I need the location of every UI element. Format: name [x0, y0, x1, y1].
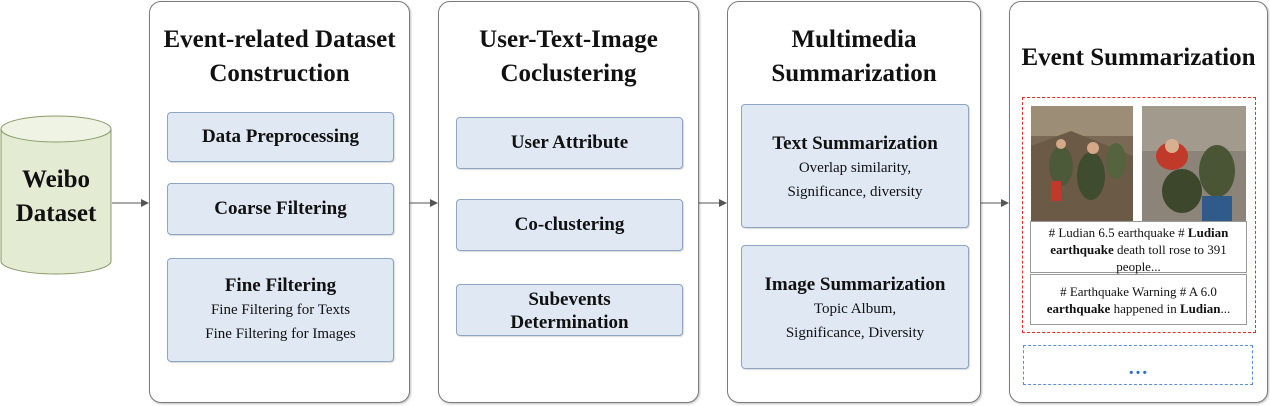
panel1-title-line1: Event-related Dataset: [163, 26, 396, 53]
more-results-ellipsis: …: [1128, 357, 1148, 379]
more-results-box: …: [1023, 345, 1253, 385]
fine-filtering-title: Fine Filtering: [224, 275, 337, 296]
fine-filtering-texts: Fine Filtering for Texts: [210, 302, 351, 318]
coarse-filtering-label: Coarse Filtering: [214, 198, 347, 219]
image-summarization-sub1: Topic Album,: [813, 301, 897, 317]
image-summarization-title: Image Summarization: [764, 274, 946, 295]
user-attribute-box: User Attribute: [456, 117, 683, 169]
image-summarization-sub2: Significance, Diversity: [785, 325, 925, 341]
tweet1-text-a: # Ludian 6.5 earthquake #: [1048, 225, 1188, 240]
tweet1-text-e: people...: [1116, 259, 1161, 274]
text-summarization-title: Text Summarization: [772, 133, 938, 154]
tweet2-keyword-earthquake: earthquake: [1046, 301, 1111, 316]
co-clustering-box: Co-clustering: [456, 199, 683, 251]
fine-filtering-images: Fine Filtering for Images: [205, 326, 356, 342]
panel-multimedia-summarization: Multimedia Summarization Text Summarizat…: [727, 1, 981, 403]
subevents-label-line1: Subevents: [528, 289, 611, 310]
panel1-title-line2: Construction: [209, 60, 350, 87]
weibo-label-line2: Dataset: [15, 200, 97, 227]
data-preprocessing-box: Data Preprocessing: [167, 112, 394, 162]
summary-tweet-1: # Ludian 6.5 earthquake # Ludian earthqu…: [1030, 221, 1247, 274]
panel3-title-line1: Multimedia: [791, 26, 917, 53]
tweet1-keyword-ludian: Ludian: [1187, 225, 1229, 240]
image-summarization-box: Image Summarization Topic Album, Signifi…: [741, 245, 969, 369]
text-summarization-sub1: Overlap similarity,: [798, 160, 912, 176]
tweet2-text-e: ...: [1220, 301, 1231, 316]
panel3-title-line2: Summarization: [771, 60, 937, 87]
panel2-title-line1: User-Text-Image: [479, 26, 658, 53]
summary-result-frame: # Ludian 6.5 earthquake # Ludian earthqu…: [1022, 97, 1256, 333]
weibo-dataset-cylinder: Weibo Dataset: [0, 115, 112, 275]
coarse-filtering-box: Coarse Filtering: [167, 183, 394, 235]
data-preprocessing-label: Data Preprocessing: [201, 126, 360, 147]
tweet1-text-d: death toll rose to 391: [1113, 242, 1227, 257]
tweet2-keyword-ludian: Ludian: [1180, 301, 1221, 316]
text-summarization-sub2: Significance, diversity: [787, 184, 923, 200]
fine-filtering-box: Fine Filtering Fine Filtering for Texts …: [167, 258, 394, 362]
subevents-determination-box: Subevents Determination: [456, 284, 683, 336]
weibo-label-line1: Weibo: [21, 166, 91, 193]
panel4-title: Event Summarization: [1021, 44, 1256, 71]
earthquake-photo-2: [1142, 106, 1246, 221]
text-summarization-box: Text Summarization Overlap similarity, S…: [741, 104, 969, 228]
subevents-label-line2: Determination: [510, 312, 629, 333]
cylinder-shape: [0, 115, 112, 275]
tweet1-keyword-earthquake: earthquake: [1050, 242, 1114, 257]
co-clustering-label: Co-clustering: [514, 214, 625, 235]
user-attribute-label: User Attribute: [510, 132, 629, 153]
summary-tweet-2: # Earthquake Warning # A 6.0 earthquake …: [1030, 274, 1247, 325]
earthquake-photo-1: [1031, 106, 1133, 221]
panel-coclustering: User-Text-Image Coclustering User Attrib…: [438, 1, 699, 403]
tweet2-text-c: happened in: [1110, 301, 1180, 316]
panel-dataset-construction: Event-related Dataset Construction Data …: [149, 1, 410, 403]
panel-event-summarization: Event Summarization # Ludian 6.5 earthqu…: [1009, 1, 1268, 403]
tweet2-text-a: # Earthquake Warning # A 6.0: [1060, 284, 1217, 299]
panel2-title-line2: Coclustering: [500, 60, 637, 87]
